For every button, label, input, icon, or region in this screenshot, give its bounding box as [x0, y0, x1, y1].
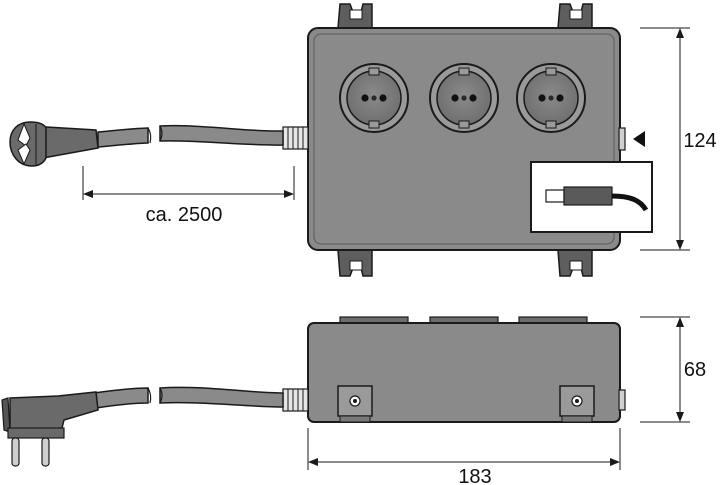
plug-pin-left — [11, 437, 20, 467]
side-view: 68 183 — [1, 316, 706, 485]
mounting-foot-right — [559, 385, 595, 423]
socket-2 — [429, 63, 499, 133]
height-label: 124 — [683, 130, 716, 152]
cable-top-view — [97, 124, 284, 148]
mounting-foot-left — [337, 385, 373, 423]
cable-gland-top — [282, 126, 309, 150]
triangle-left-icon — [633, 131, 645, 147]
dimension-depth: 68 — [640, 316, 706, 423]
mounting-tab-bottom-right — [557, 249, 593, 277]
socket-3 — [516, 63, 586, 133]
connector-detail-inset — [530, 161, 653, 233]
cable-gland-side — [282, 388, 309, 412]
dimension-cable-length: ca. 2500 — [82, 166, 295, 226]
dimension-height: 124 — [640, 27, 717, 251]
housing-side-view — [307, 322, 621, 423]
width-label: 183 — [458, 466, 491, 485]
plug-pin-right — [41, 437, 50, 467]
top-view: ca. 2500 124 — [9, 3, 717, 277]
dimension-width: 183 — [307, 428, 621, 485]
cable-length-label: ca. 2500 — [146, 204, 223, 226]
mounting-tab-top-right — [557, 3, 593, 29]
side-switch — [618, 127, 626, 151]
cable-side-view — [93, 386, 284, 409]
socket-1 — [339, 63, 409, 133]
depth-label: 68 — [684, 359, 706, 381]
plug-top-view — [9, 121, 99, 167]
mounting-tab-top-left — [337, 3, 373, 29]
mounting-tab-bottom-left — [337, 249, 373, 277]
plug-side-view — [1, 391, 99, 467]
side-switch-side-view — [618, 389, 626, 411]
